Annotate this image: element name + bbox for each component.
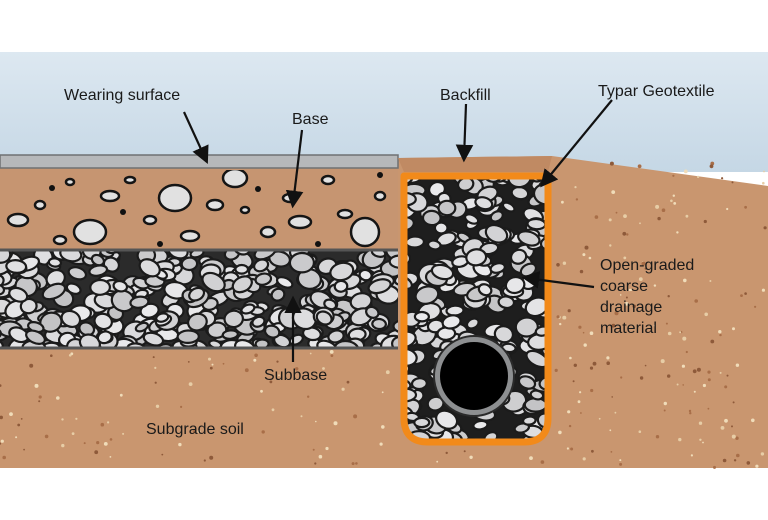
label-drainage-line2: coarse bbox=[600, 278, 648, 295]
label-backfill: Backfill bbox=[440, 87, 491, 104]
soil-speckles bbox=[0, 159, 767, 469]
label-geotextile: Typar Geotextile bbox=[598, 83, 715, 100]
typar-geotextile bbox=[400, 172, 552, 446]
wearing-surface bbox=[0, 154, 399, 169]
backfill bbox=[398, 156, 552, 172]
label-drainage-line1: Open-graded bbox=[600, 257, 694, 274]
label-base: Base bbox=[292, 111, 329, 128]
leader-lines bbox=[183, 99, 613, 362]
sky-background bbox=[0, 52, 768, 172]
pipe-icon bbox=[433, 335, 515, 417]
label-drainage-line4: material bbox=[600, 320, 657, 337]
label-subgrade-soil: Subgrade soil bbox=[146, 421, 244, 438]
label-wearing-surface: Wearing surface bbox=[64, 87, 180, 104]
label-drainage-line3: drainage bbox=[600, 299, 662, 316]
label-subbase: Subbase bbox=[264, 367, 327, 384]
